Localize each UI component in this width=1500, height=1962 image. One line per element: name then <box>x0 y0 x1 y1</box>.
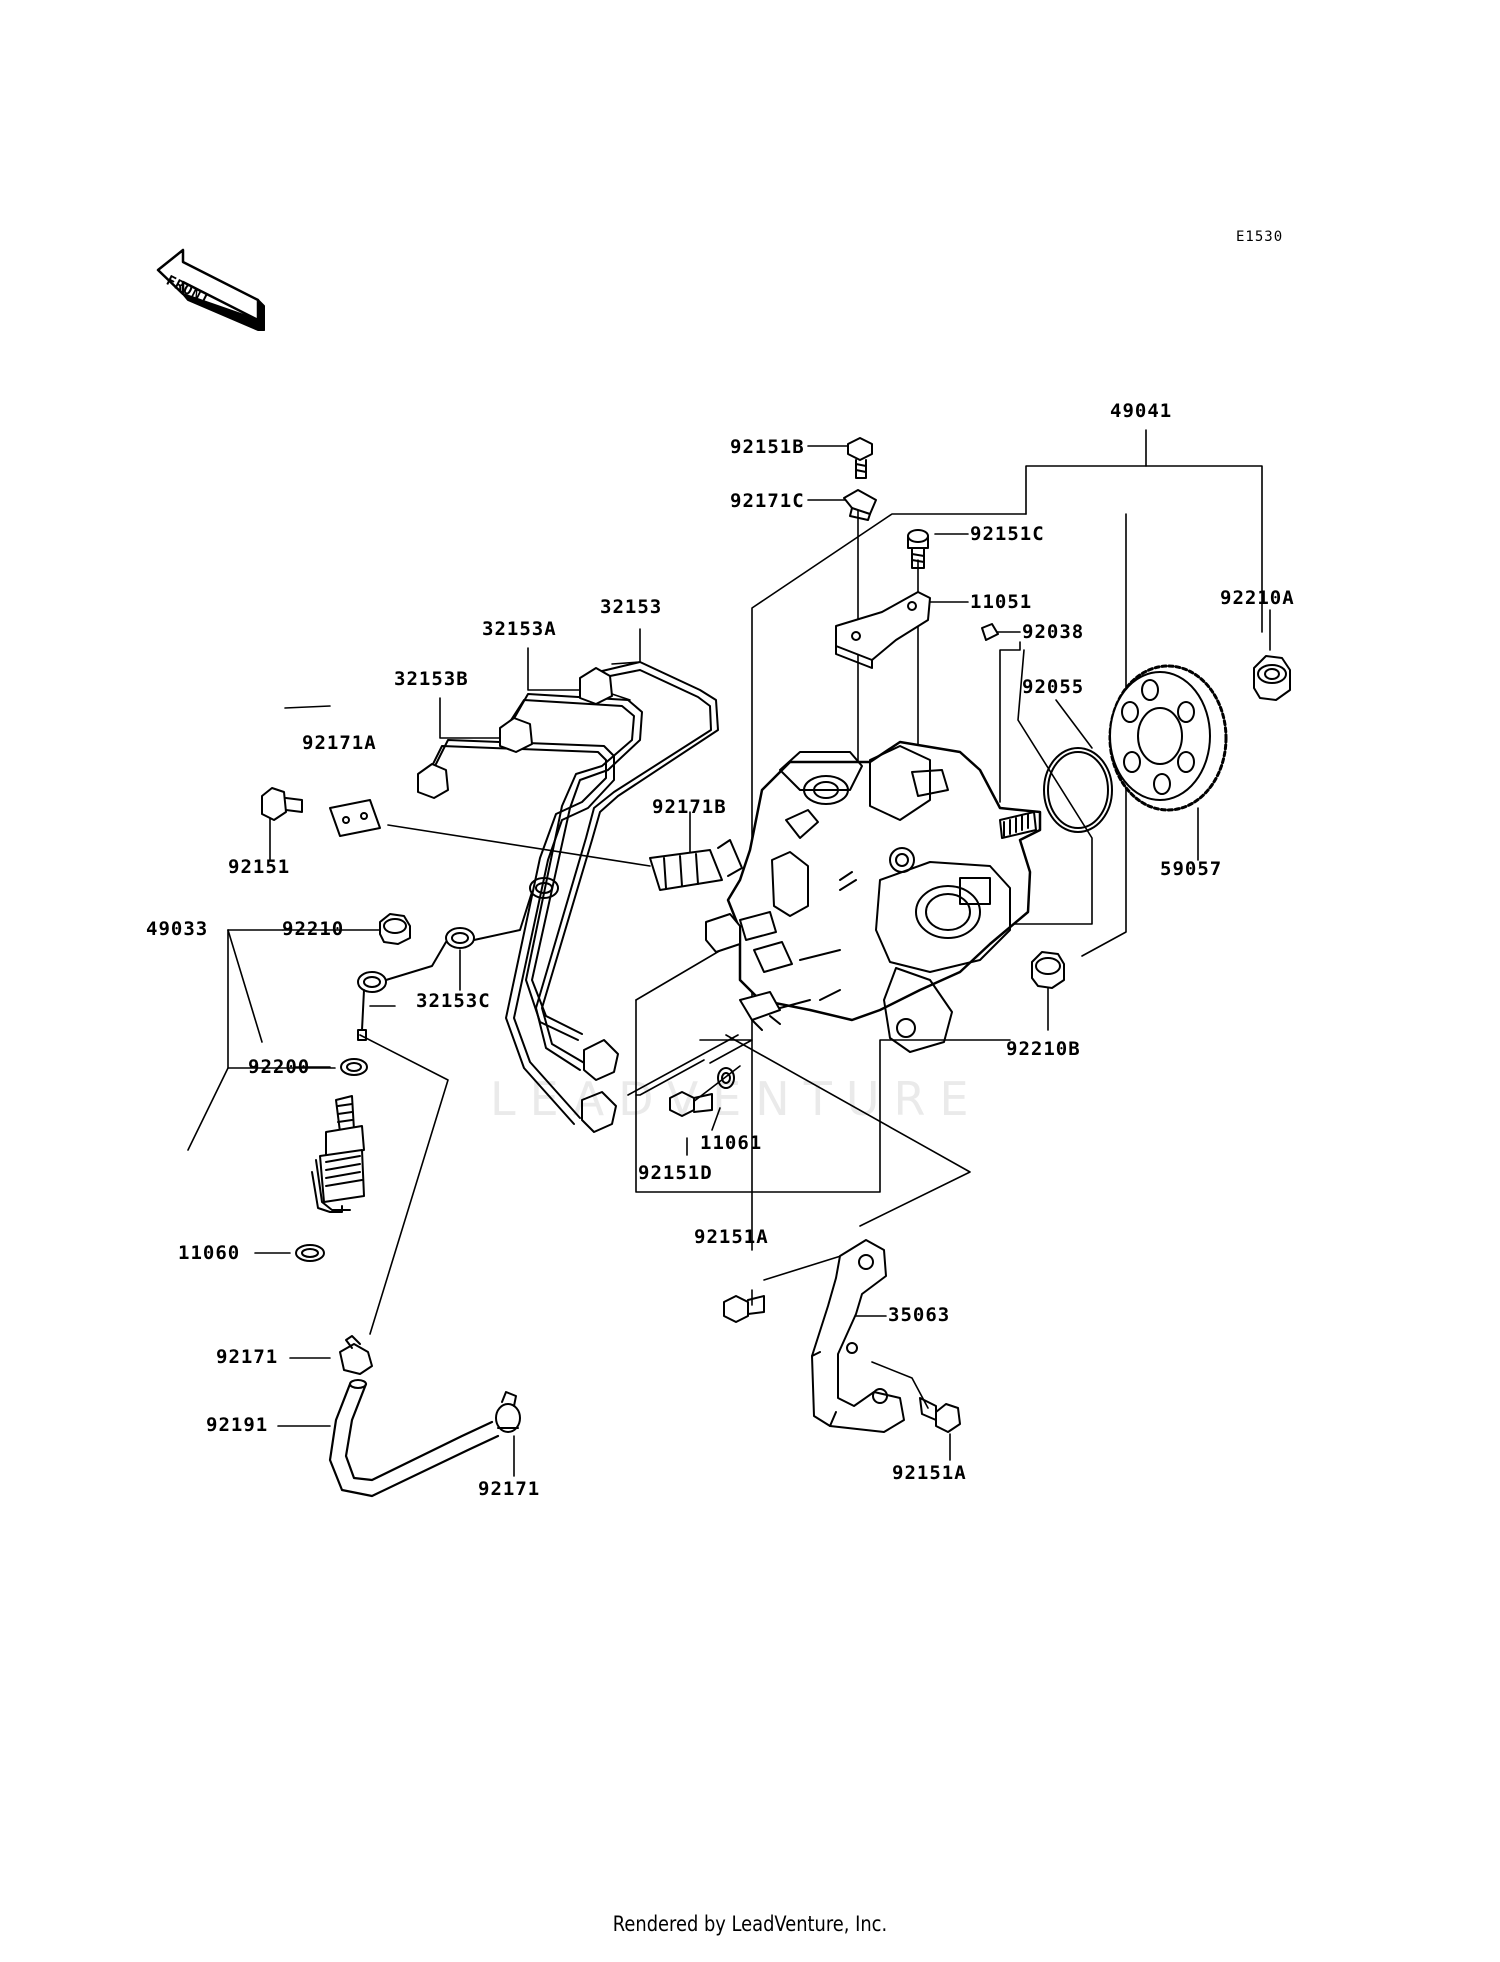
hose-clip-92171-left-icon <box>339 1335 373 1375</box>
hose-92191-icon <box>328 1379 500 1498</box>
part-label-92171-left: 92171 <box>216 1346 279 1368</box>
part-label-92171A: 92171A <box>302 732 377 754</box>
part-label-49033: 49033 <box>146 918 209 940</box>
part-label-92171B: 92171B <box>652 796 727 818</box>
nut-92210A-icon <box>1253 655 1291 701</box>
part-label-92151C: 92151C <box>970 523 1045 545</box>
bolt-92151A-top-icon <box>723 1295 765 1323</box>
bolt-92151D-icon <box>669 1091 713 1117</box>
footer-credit: Rendered by LeadVenture, Inc. <box>612 1912 888 1936</box>
part-label-35063: 35063 <box>888 1304 951 1326</box>
clip-92171C-icon <box>843 489 877 521</box>
bolt-92151C-icon <box>907 529 929 569</box>
nut-92210B-icon <box>1031 951 1065 989</box>
washer-92200-icon <box>340 1058 368 1076</box>
washer-11061-icon <box>717 1067 735 1089</box>
injection-pump-icon <box>705 740 1042 1053</box>
injection-pipes-icon <box>417 661 719 1133</box>
watermark: LEADVENTURE <box>490 1072 983 1126</box>
diagram-code: E1530 <box>1236 229 1284 245</box>
part-label-59057: 59057 <box>1160 858 1223 880</box>
nozzle-49033-icon <box>311 1095 365 1213</box>
part-label-11051: 11051 <box>970 591 1033 613</box>
part-label-92151D: 92151D <box>638 1162 713 1184</box>
clamp-92171B-icon <box>649 839 743 891</box>
clamp-92171A-icon <box>329 799 381 837</box>
part-label-92171-bottom: 92171 <box>478 1478 541 1500</box>
leak-off-pipe-32153C-icon <box>357 877 559 1041</box>
part-label-92151A-top: 92151A <box>694 1226 769 1248</box>
part-label-92191: 92191 <box>206 1414 269 1436</box>
front-arrow-icon <box>156 248 265 331</box>
o-ring-92055-icon <box>1043 747 1113 833</box>
bolt-92151B-icon <box>847 437 873 479</box>
part-label-92210A: 92210A <box>1220 587 1295 609</box>
part-label-92210B: 92210B <box>1006 1038 1081 1060</box>
part-label-11060: 11060 <box>178 1242 241 1264</box>
part-label-92038: 92038 <box>1022 621 1085 643</box>
part-label-49041: 49041 <box>1110 400 1173 422</box>
hose-clip-92171-bottom-icon <box>495 1391 521 1433</box>
nut-92210-icon <box>379 913 411 945</box>
part-label-32153C: 32153C <box>416 990 491 1012</box>
bolt-92151A-bottom-icon <box>919 1397 961 1433</box>
key-92038-icon <box>981 623 999 641</box>
part-label-92210: 92210 <box>282 918 345 940</box>
part-label-32153B: 32153B <box>394 668 469 690</box>
gear-59057-icon <box>1108 664 1228 812</box>
part-label-92200: 92200 <box>248 1056 311 1078</box>
part-label-11061: 11061 <box>700 1132 763 1154</box>
part-label-92151: 92151 <box>228 856 291 878</box>
washer-11060-icon <box>295 1244 325 1262</box>
bracket-35063-icon <box>811 1239 905 1433</box>
part-label-32153: 32153 <box>600 596 663 618</box>
part-label-92151A-bottom: 92151A <box>892 1462 967 1484</box>
part-label-92055: 92055 <box>1022 676 1085 698</box>
part-label-32153A: 32153A <box>482 618 557 640</box>
part-label-92151B: 92151B <box>730 436 805 458</box>
bracket-11051-icon <box>835 591 931 669</box>
part-label-92171C: 92171C <box>730 490 805 512</box>
bolt-92151-icon <box>261 787 303 821</box>
